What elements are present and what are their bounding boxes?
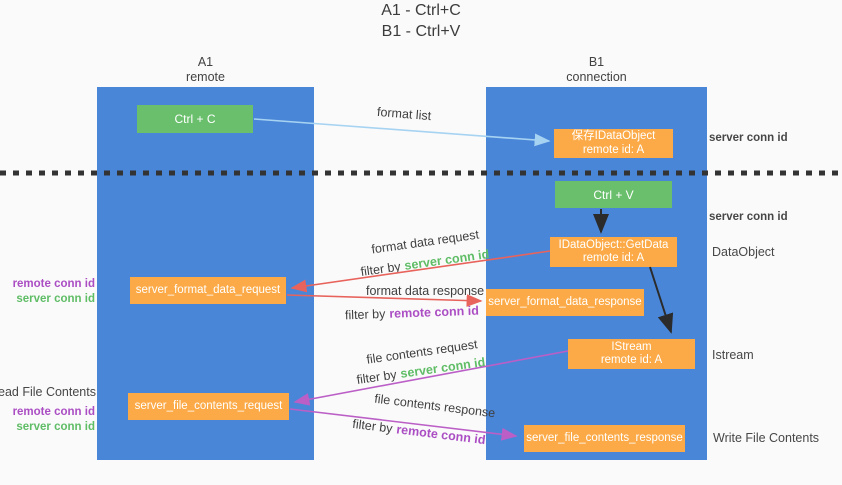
dataobject-text: DataObject: [712, 245, 775, 259]
left-conn-id-group-1: remote conn id server conn id: [13, 277, 95, 306]
right-server-conn-id-1: server conn id: [709, 132, 788, 144]
ctrl-c-box: Ctrl + C: [137, 105, 253, 133]
filter-by-text: filter by: [355, 367, 398, 387]
server-file-contents-response-box: server_file_contents_response: [524, 425, 685, 452]
server-format-data-request-box: server_format_data_request: [130, 277, 286, 304]
lifeline-b1-name: B1: [588, 55, 605, 69]
server-format-data-response-box: server_format_data_response: [486, 289, 644, 316]
istream-text: Istream: [712, 348, 754, 362]
left-conn-id-group-2: remote conn id server conn id: [13, 405, 95, 434]
ctrl-v-box: Ctrl + V: [555, 181, 672, 208]
remote-conn-id-text: remote conn id: [395, 422, 487, 448]
file-contents-response-text: file contents response: [373, 391, 497, 421]
server-file-contents-request-label: server_file_contents_request: [134, 399, 283, 412]
remote-conn-id-text: remote conn id: [389, 303, 480, 321]
ctrl-v-label: Ctrl + V: [593, 187, 634, 202]
getdata-line1: IDataObject::GetData: [558, 238, 669, 251]
server-format-data-request-label: server_format_data_request: [135, 283, 281, 296]
format-list-label: format list: [377, 105, 432, 123]
server-file-contents-response-label: server_file_contents_response: [526, 431, 683, 444]
lifeline-b1-role: connection: [566, 70, 627, 84]
getdata-box: IDataObject::GetData remote id: A: [550, 237, 677, 267]
remote-conn-id-text: remote conn id: [12, 278, 95, 290]
save-dataobject-line2: remote id: A: [582, 143, 645, 156]
server-conn-id-text: server conn id: [403, 247, 491, 273]
save-dataobject-line1: 保存IDataObject: [571, 130, 656, 142]
getdata-line2: remote id: A: [582, 252, 645, 264]
format-data-response-text: format data response: [366, 284, 485, 298]
right-server-conn-id-2: server conn id: [709, 211, 788, 223]
server-file-contents-request-box: server_file_contents_request: [128, 393, 289, 420]
filter-by-text: filter by: [344, 306, 386, 323]
istream-line2: remote id: A: [600, 354, 663, 366]
title-line-1: A1 - Ctrl+C: [381, 2, 461, 19]
server-conn-id-text: server conn id: [709, 132, 788, 144]
lifeline-header-a1: A1 remote: [97, 55, 314, 85]
title-line-2: B1 - Ctrl+V: [381, 23, 461, 40]
format-data-response-label: format data response: [366, 284, 484, 298]
istream-box: IStream remote id: A: [568, 339, 695, 369]
file-contents-response-label: file contents response: [374, 392, 496, 421]
server-format-data-response-label: server_format_data_response: [488, 295, 642, 308]
server-conn-id-text: server conn id: [709, 211, 788, 223]
left-read-file-contents-label: Read File Contents: [0, 385, 96, 399]
server-conn-id-text: server conn id: [16, 292, 95, 305]
format-list-text: format list: [376, 104, 432, 124]
filter-by-text: filter by: [351, 416, 394, 436]
lifeline-a1-name: A1: [197, 55, 214, 69]
ctrl-c-label: Ctrl + C: [174, 112, 216, 126]
istream-line1: IStream: [611, 340, 652, 353]
server-conn-id-text: server conn id: [16, 420, 95, 433]
write-file-contents-text: Write File Contents: [713, 431, 820, 445]
filter-by-text: filter by: [359, 259, 402, 279]
lifeline-header-b1: B1 connection: [486, 55, 707, 85]
right-dataobject-label: DataObject: [712, 245, 775, 259]
diagram-title: A1 - Ctrl+C B1 - Ctrl+V: [0, 0, 842, 42]
right-istream-label: Istream: [712, 348, 754, 362]
read-file-contents-text: Read File Contents: [0, 385, 96, 399]
right-write-file-contents-label: Write File Contents: [713, 431, 819, 445]
lifeline-a1-role: remote: [186, 70, 225, 84]
remote-conn-id-text: remote conn id: [12, 406, 95, 418]
save-dataobject-box: 保存IDataObject remote id: A: [554, 129, 673, 158]
